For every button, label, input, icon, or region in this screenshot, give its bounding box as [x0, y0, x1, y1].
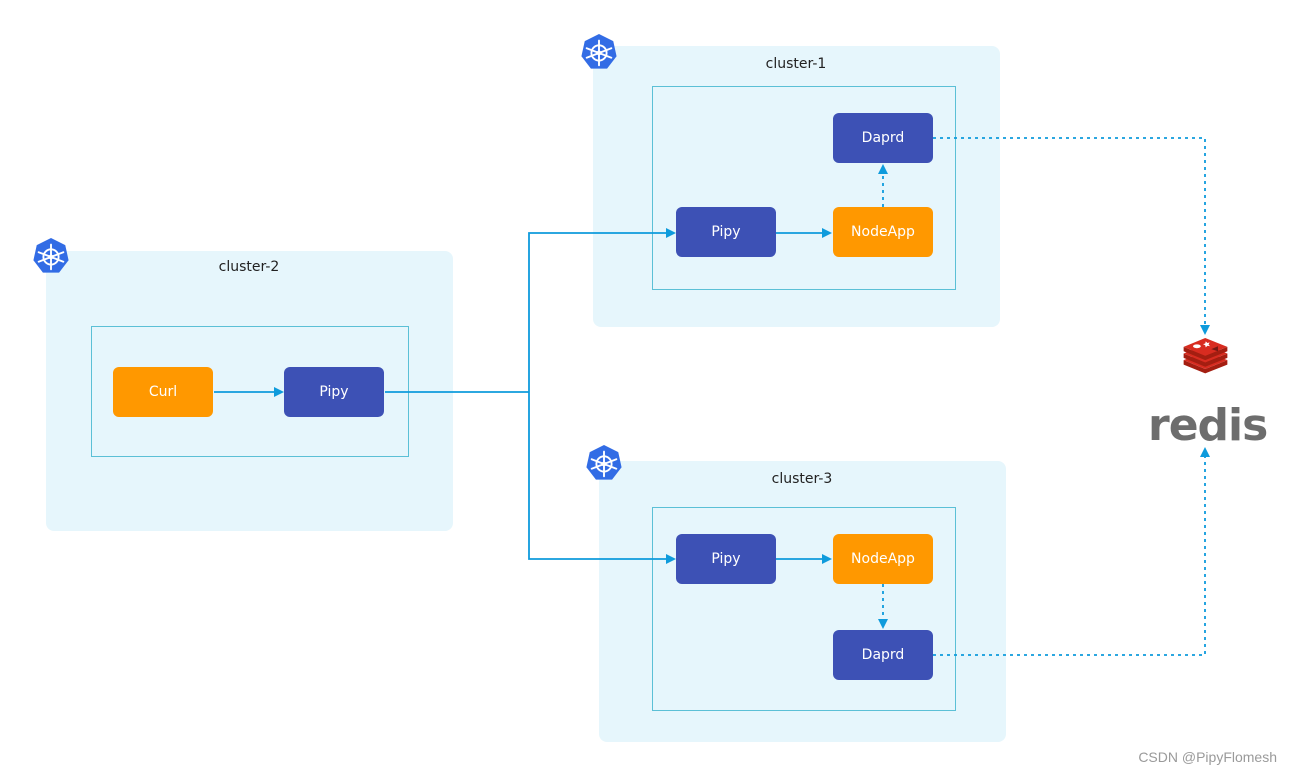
c2-pipy-node[interactable]: Pipy: [284, 367, 384, 417]
c2-curl-node[interactable]: Curl: [113, 367, 213, 417]
c1-pipy-node[interactable]: Pipy: [676, 207, 776, 257]
c1-daprd-node[interactable]: Daprd: [833, 113, 933, 163]
cluster-3-label: cluster-3: [771, 471, 833, 487]
c3-pipy-node[interactable]: Pipy: [676, 534, 776, 584]
link-c1-daprd-to-redis: [933, 137, 1210, 335]
cluster-1-label: cluster-1: [765, 56, 827, 72]
cluster-1-namespace: [652, 86, 956, 290]
redis-label: redis: [1148, 400, 1268, 451]
cluster-2-label: cluster-2: [218, 259, 280, 275]
redis-logo-icon: [1183, 338, 1228, 374]
kubernetes-icon: [586, 444, 622, 480]
cluster-1-box: [593, 46, 1000, 327]
watermark-text: CSDN @PipyFlomesh: [1138, 749, 1277, 765]
link-c3-daprd-to-redis: [933, 447, 1210, 656]
c1-nodeapp-node[interactable]: NodeApp: [833, 207, 933, 257]
c3-nodeapp-node[interactable]: NodeApp: [833, 534, 933, 584]
kubernetes-icon: [581, 33, 617, 69]
link-junction-to-cluster1: [528, 228, 676, 392]
link-junction-to-cluster3: [528, 392, 676, 564]
kubernetes-icon: [33, 237, 69, 273]
cluster-3-namespace: [652, 507, 956, 711]
c3-daprd-node[interactable]: Daprd: [833, 630, 933, 680]
